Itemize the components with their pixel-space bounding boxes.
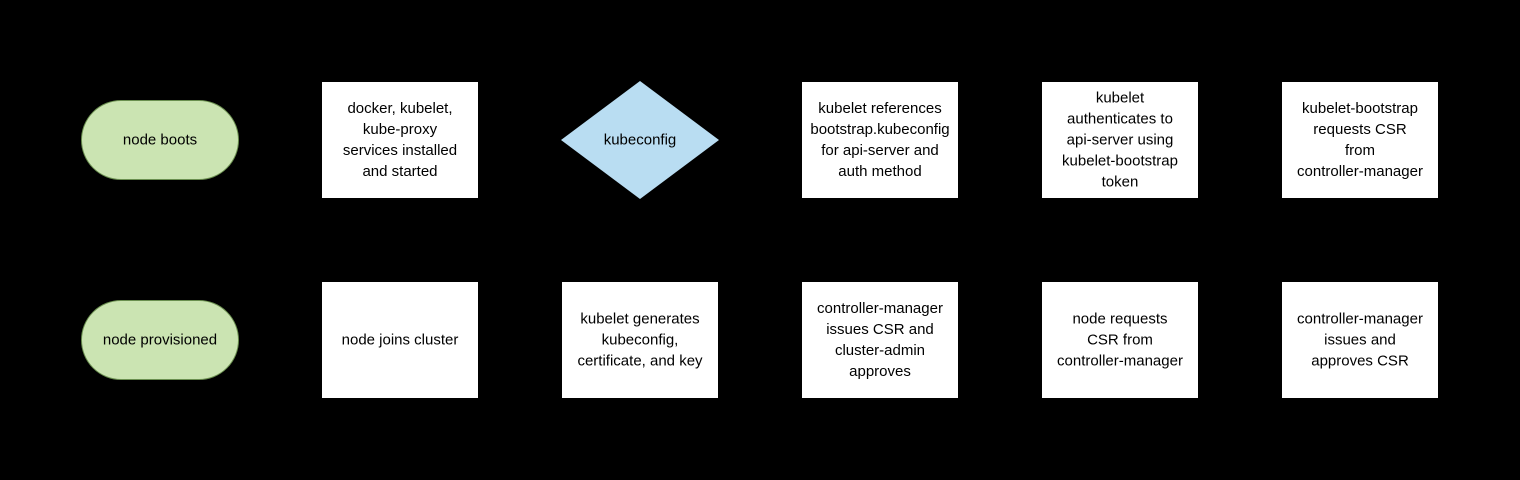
process-cm-issues-csr-admin-approves: controller-manager issues CSR and cluste… xyxy=(801,281,959,399)
node-label: node boots xyxy=(122,131,198,149)
process-authenticates-to-api-server: kubelet authenticates to api-server usin… xyxy=(1041,81,1199,199)
node-label: kubelet-bootstrap requests CSR from cont… xyxy=(1297,100,1423,180)
process-shape xyxy=(561,281,719,399)
process-bootstrap-requests-csr: kubelet-bootstrap requests CSR from cont… xyxy=(1281,81,1439,199)
terminator-node-boots: node boots xyxy=(81,100,239,180)
process-shape xyxy=(801,281,959,399)
process-shape xyxy=(1041,281,1199,399)
node-label: node provisioned xyxy=(102,331,218,349)
node-label: docker, kubelet, kube-proxy services ins… xyxy=(342,100,458,180)
decision-kubeconfig: kubeconfig xyxy=(561,81,719,199)
process-kubelet-generates: kubelet generates kubeconfig, certificat… xyxy=(561,281,719,399)
terminator-shape xyxy=(81,300,239,380)
node-label: kubelet generates kubeconfig, certificat… xyxy=(577,310,703,370)
terminator-node-provisioned: node provisioned xyxy=(81,300,239,380)
process-shape xyxy=(321,281,479,399)
node-label: controller-manager issues CSR and cluste… xyxy=(817,300,943,380)
process-node-joins-cluster: node joins cluster xyxy=(321,281,479,399)
process-shape xyxy=(321,81,479,199)
process-shape xyxy=(1041,81,1199,199)
node-label: controller-manager issues and approves C… xyxy=(1297,310,1423,370)
node-label: kubelet authenticates to api-server usin… xyxy=(1062,89,1178,191)
process-shape xyxy=(801,81,959,199)
process-references-bootstrap-kubeconfig: kubelet references bootstrap.kubeconfig … xyxy=(801,81,959,199)
process-shape xyxy=(1281,281,1439,399)
process-services-installed: docker, kubelet, kube-proxy services ins… xyxy=(321,81,479,199)
node-label: kubeconfig xyxy=(603,131,677,149)
process-shape xyxy=(1281,81,1439,199)
process-node-requests-csr: node requests CSR from controller-manage… xyxy=(1041,281,1199,399)
terminator-shape xyxy=(81,100,239,180)
node-label: node requests CSR from controller-manage… xyxy=(1057,310,1183,370)
node-label: node joins cluster xyxy=(341,331,459,349)
process-cm-issues-and-approves: controller-manager issues and approves C… xyxy=(1281,281,1439,399)
node-label: kubelet references bootstrap.kubeconfig … xyxy=(810,100,950,180)
